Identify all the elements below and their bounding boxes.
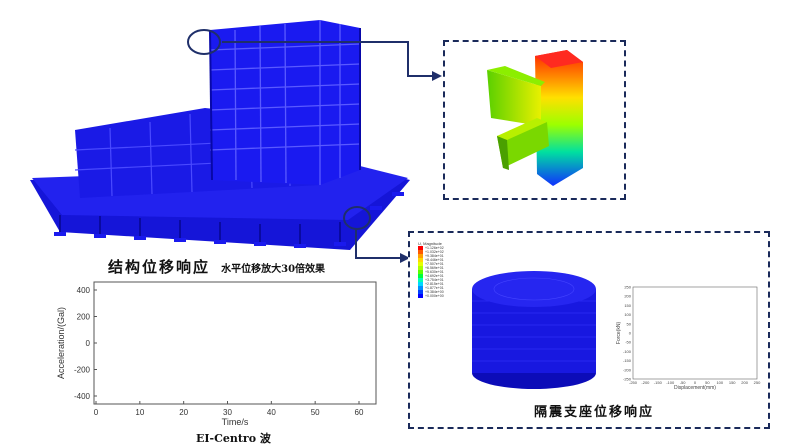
legend-value: +7.507e+01	[425, 262, 444, 266]
structure-caption-row: 结构位移响应 水平位移放大30倍效果	[108, 256, 325, 277]
legend-value: +1.877e+01	[425, 286, 444, 290]
legend-value: +3.754e+01	[425, 278, 444, 282]
hyst-ytick-label: -100	[623, 349, 632, 354]
bearing-caption: 隔震支座位移响应	[534, 405, 655, 420]
accel-xtick-label: 40	[267, 408, 276, 417]
legend-row: +0.000e+00	[418, 294, 466, 298]
accel-ytick-label: -400	[74, 392, 91, 401]
hyst-xtick-label: -50	[680, 380, 687, 385]
contour-legend: U, Magnitude +1.126e+02+1.032e+02+9.384e…	[418, 241, 466, 298]
building-structure-render	[30, 20, 410, 250]
joint-displacement-render	[487, 50, 583, 186]
accel-ytick-label: 400	[77, 286, 91, 295]
legend-value: +1.032e+02	[425, 250, 444, 254]
legend-row: +9.384e+01	[418, 254, 466, 258]
legend-row: +1.126e+02	[418, 246, 466, 250]
hyst-ytick-label: -150	[623, 358, 632, 363]
accel-xtick-label: 50	[311, 408, 320, 417]
legend-swatch	[418, 262, 423, 266]
hyst-ytick-label: -200	[623, 367, 632, 372]
structure-note: 水平位移放大30倍效果	[221, 264, 326, 275]
legend-swatch	[418, 254, 423, 258]
bearing-cylinder-render	[472, 271, 596, 389]
legend-row: +4.692e+01	[418, 274, 466, 278]
hysteresis-xlabel: Displacement(mm)	[674, 385, 716, 391]
legend-value: +9.384e+01	[425, 254, 444, 258]
legend-row: +2.815e+01	[418, 282, 466, 286]
legend-swatch	[418, 286, 423, 290]
legend-value: +0.000e+00	[425, 294, 444, 298]
legend-swatch	[418, 266, 423, 270]
accel-ytick-label: 0	[86, 339, 91, 348]
legend-swatch	[418, 274, 423, 278]
accel-ytick-label: 200	[77, 313, 91, 322]
hysteresis-ylabel: Force(kN)	[616, 322, 622, 345]
hyst-xtick-label: 50	[705, 380, 710, 385]
hyst-xtick-label: -200	[641, 380, 650, 385]
hyst-ytick-label: 150	[624, 303, 631, 308]
accel-ytick-label: -200	[74, 366, 91, 375]
accel-xtick-label: 20	[179, 408, 188, 417]
legend-row: +6.569e+01	[418, 266, 466, 270]
legend-value: +6.569e+01	[425, 266, 444, 270]
legend-swatch	[418, 278, 423, 282]
accel-xtick-label: 60	[355, 408, 364, 417]
hyst-xtick-label: 100	[716, 380, 723, 385]
hyst-ytick-label: 50	[627, 321, 632, 326]
legend-row: +9.384e+00	[418, 290, 466, 294]
legend-value: +2.815e+01	[425, 282, 444, 286]
structure-caption: 结构位移响应	[108, 258, 211, 276]
legend-value: +4.692e+01	[425, 274, 444, 278]
legend-row: +3.754e+01	[418, 278, 466, 282]
hyst-xtick-label: 150	[729, 380, 736, 385]
accel-xtick-label: 0	[94, 408, 99, 417]
hysteresis-plot-area	[632, 286, 758, 380]
acceleration-chart: 400 200 0 -200 -400 0 10 20 30 40 50 60 Accelerati…	[56, 281, 377, 427]
accel-xtick-label: 10	[135, 408, 144, 417]
legend-row: +5.630e+01	[418, 270, 466, 274]
legend-swatch	[418, 250, 423, 254]
joint-detail-box	[443, 40, 626, 200]
hyst-ytick-label: 0	[629, 331, 632, 336]
hyst-xtick-label: -150	[654, 380, 663, 385]
legend-row: +7.507e+01	[418, 262, 466, 266]
legend-value: +8.446e+01	[425, 258, 444, 262]
wave-caption: EI-Centro 波	[196, 432, 271, 445]
legend-value: +5.630e+01	[425, 270, 444, 274]
legend-row: +8.446e+01	[418, 258, 466, 262]
accel-xtick-label: 30	[223, 408, 232, 417]
hyst-xtick-label: 250	[754, 380, 761, 385]
legend-value: +1.126e+02	[425, 246, 444, 250]
legend-title: U, Magnitude	[418, 241, 442, 246]
legend-row: +1.032e+02	[418, 250, 466, 254]
bearing-detail-box: U, Magnitude +1.126e+02+1.032e+02+9.384e…	[408, 231, 770, 429]
hyst-xtick-label: -100	[666, 380, 675, 385]
hyst-xtick-label: -250	[629, 380, 638, 385]
hyst-xtick-label: 0	[694, 380, 697, 385]
hyst-ytick-label: 250	[624, 285, 631, 290]
legend-value: +9.384e+00	[425, 290, 444, 294]
highlight-ellipse-top	[187, 29, 221, 55]
hyst-ytick-label: -250	[623, 377, 632, 382]
legend-swatch	[418, 270, 423, 274]
hyst-xtick-label: 200	[741, 380, 748, 385]
legend-swatch	[418, 290, 423, 294]
legend-swatch	[418, 258, 423, 262]
legend-swatch	[418, 294, 423, 298]
hyst-ytick-label: -50	[625, 340, 632, 345]
acceleration-plot-area	[93, 281, 377, 405]
acceleration-xlabel: Time/s	[222, 417, 249, 427]
hyst-ytick-label: 100	[624, 312, 631, 317]
acceleration-ylabel: Acceleration/(Gal)	[56, 307, 66, 379]
legend-swatch	[418, 282, 423, 286]
legend-swatch	[418, 246, 423, 250]
legend-row: +1.877e+01	[418, 286, 466, 290]
hyst-ytick-label: 200	[624, 294, 631, 299]
